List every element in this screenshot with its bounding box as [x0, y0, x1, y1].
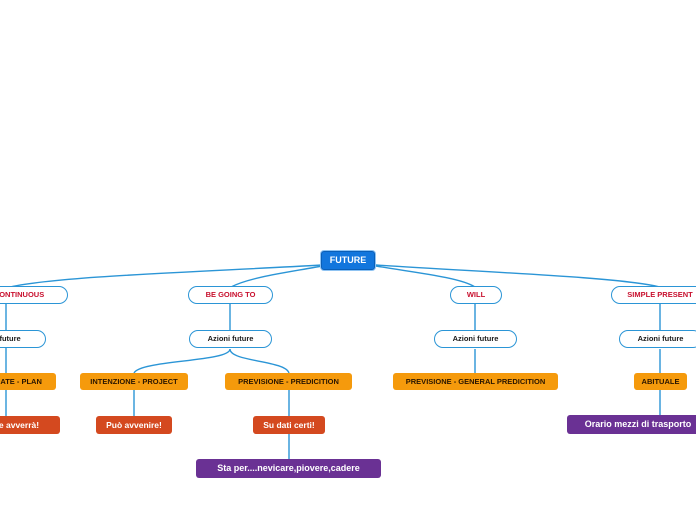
branch-will[interactable]: WILL	[450, 286, 502, 304]
leaf-intenzione-project[interactable]: INTENZIONE - PROJECT	[80, 373, 188, 390]
example-sta-per[interactable]: Sta per....nevicare,piovere,cadere	[196, 459, 381, 478]
link-root-will	[375, 265, 476, 288]
branch-be-going-to[interactable]: BE GOING TO	[188, 286, 273, 304]
detail-certamente-avverra[interactable]: nte avverrà!	[0, 416, 60, 434]
sub-azioni-future-going-to[interactable]: Azioni future	[189, 330, 272, 348]
link-root-simple-present	[375, 264, 661, 288]
branch-present-continuous[interactable]: CONTINUOUS	[0, 286, 68, 304]
leaf-programmate-plan[interactable]: MATE - PLAN	[0, 373, 56, 390]
sub-azioni-future-will[interactable]: Azioni future	[434, 330, 517, 348]
sub-azioni-future-continuous[interactable]: i future	[0, 330, 46, 348]
detail-su-dati-certi[interactable]: Su dati certi!	[253, 416, 325, 434]
detail-puo-avvenire[interactable]: Può avvenire!	[96, 416, 172, 434]
link-sub-intenzione	[133, 348, 231, 374]
leaf-abituale[interactable]: ABITUALE	[634, 373, 687, 390]
link-root-going-to	[230, 265, 323, 288]
example-orario-mezzi-di-trasporto[interactable]: Orario mezzi di trasporto	[567, 415, 696, 434]
leaf-previsione-predicition[interactable]: PREVISIONE - PREDICITION	[225, 373, 352, 390]
sub-azioni-future-simple-present[interactable]: Azioni future	[619, 330, 696, 348]
link-root-continuous	[9, 264, 323, 288]
leaf-previsione-general-predicition[interactable]: PREVISIONE - GENERAL PREDICITION	[393, 373, 558, 390]
branch-simple-present[interactable]: SIMPLE PRESENT	[611, 286, 696, 304]
link-sub-previsione	[229, 348, 290, 374]
root-node-future[interactable]: FUTURE	[321, 251, 375, 270]
